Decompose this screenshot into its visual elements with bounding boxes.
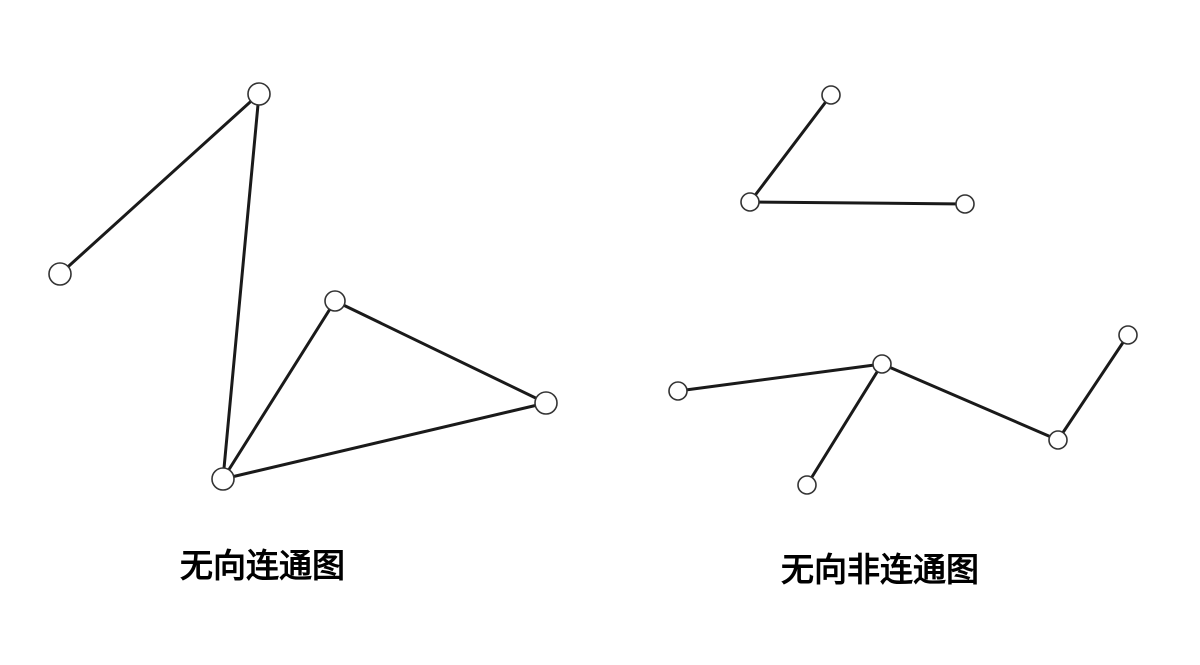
connected-graph-nodes <box>48 82 558 491</box>
connected-graph <box>48 82 558 491</box>
graph-edge <box>58 92 261 276</box>
graph-node <box>955 194 975 214</box>
graph-edge <box>880 362 1060 442</box>
graph-edge <box>221 92 261 481</box>
graph-edge <box>748 200 967 206</box>
graph-edge <box>748 93 833 204</box>
connected-graph-edges <box>58 92 548 481</box>
graph-edge <box>676 362 884 393</box>
graph-edge <box>221 401 548 481</box>
graph-node <box>797 475 817 495</box>
graph-node <box>534 391 558 415</box>
disconnected-graph-edges <box>676 93 1130 487</box>
graph-node <box>740 192 760 212</box>
graph-node <box>872 354 892 374</box>
connected-graph-caption: 无向连通图 <box>180 546 345 585</box>
graph-edge <box>805 362 884 487</box>
disconnected-graph <box>668 85 1138 495</box>
graph-node <box>324 290 346 312</box>
graph-edge <box>1056 333 1130 442</box>
disconnected-graph-caption: 无向非连通图 <box>781 550 979 589</box>
graph-node <box>211 467 235 491</box>
graph-edge <box>221 299 337 481</box>
graph-node <box>247 82 271 106</box>
graph-edge <box>333 299 548 405</box>
graph-node <box>821 85 841 105</box>
graph-node <box>668 381 688 401</box>
graph-node <box>1048 430 1068 450</box>
disconnected-graph-nodes <box>668 85 1138 495</box>
graph-node <box>1118 325 1138 345</box>
graph-node <box>48 262 72 286</box>
